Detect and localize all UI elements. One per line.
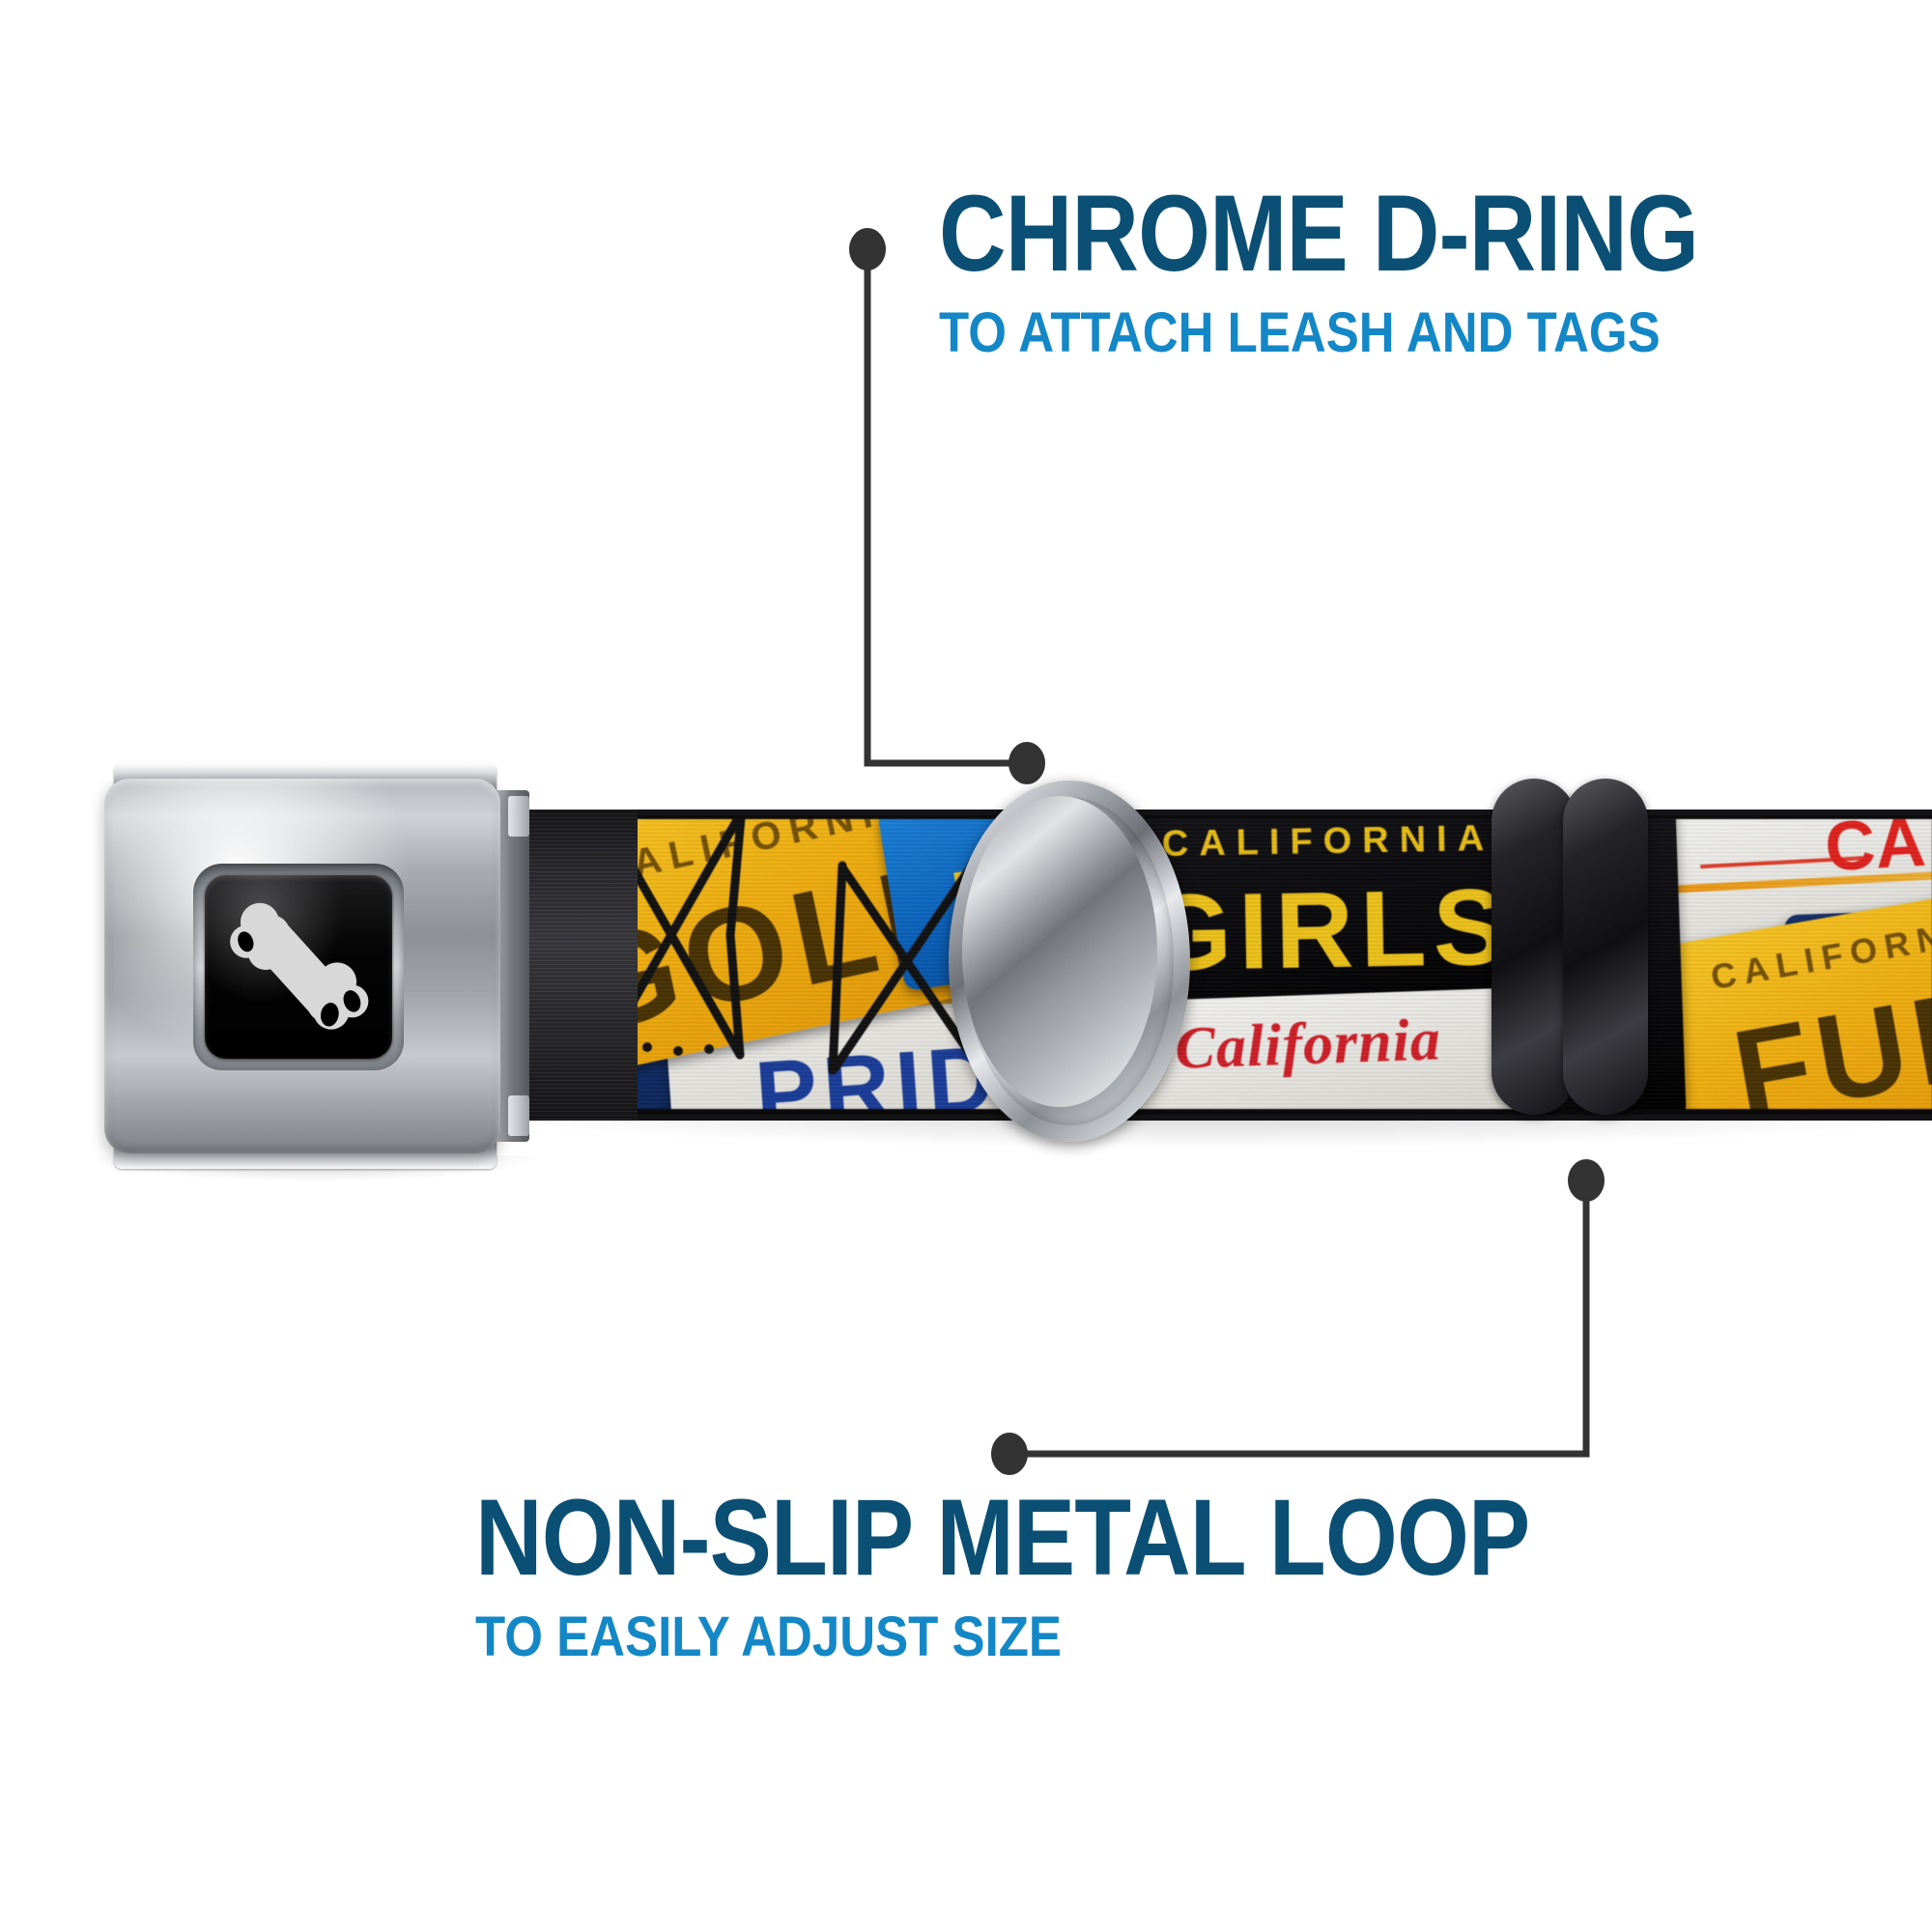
callout-non-slip-metal-loop: NON-SLIP METAL LOOP TO EASILY ADJUST SIZ… <box>475 1484 1701 1665</box>
callout-top-title: CHROME D-RING <box>939 173 1699 294</box>
strap-print-pattern: CALIFORNIA PRIDE CALIFORNIA GOLD LOVE <box>502 819 1932 1109</box>
callout-chrome-d-ring: CHROME D-RING TO ATTACH LEASH AND TAGS <box>939 180 1822 361</box>
callout-bottom-title: NON-SLIP METAL LOOP <box>475 1477 1530 1598</box>
non-slip-metal-loop[interactable] <box>1492 779 1679 1115</box>
dog-bone-icon <box>230 902 369 1030</box>
callout-top-subtitle: TO ATTACH LEASH AND TAGS <box>939 301 1661 364</box>
callout-bottom-subtitle: TO EASILY ADJUST SIZE <box>475 1605 1062 1668</box>
chrome-d-ring[interactable] <box>941 773 1174 1125</box>
d-ring-inner <box>962 796 1157 1107</box>
metal-loop-left-bar <box>1492 779 1577 1115</box>
seatbelt-buckle[interactable] <box>97 763 531 1169</box>
buckle-logo-plate <box>205 875 392 1059</box>
collar-strap: CALIFORNIA PRIDE CALIFORNIA GOLD LOVE <box>502 810 1932 1121</box>
plate-ca-text: CA <box>1823 819 1928 887</box>
metal-loop-right-bar <box>1563 779 1648 1115</box>
